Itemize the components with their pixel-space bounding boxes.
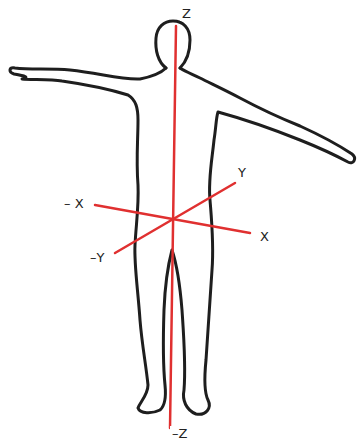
body-outline	[10, 68, 355, 414]
head-outline	[156, 21, 190, 68]
axis-label: –Z	[170, 426, 189, 441]
z-axis	[170, 26, 176, 428]
axis-label: –Y	[88, 250, 106, 265]
y-axis	[115, 183, 235, 253]
axis-label: Y	[236, 165, 248, 180]
axis-label: – X	[62, 196, 86, 211]
axis-label: X	[258, 229, 271, 244]
axis-label: Z	[180, 6, 193, 21]
